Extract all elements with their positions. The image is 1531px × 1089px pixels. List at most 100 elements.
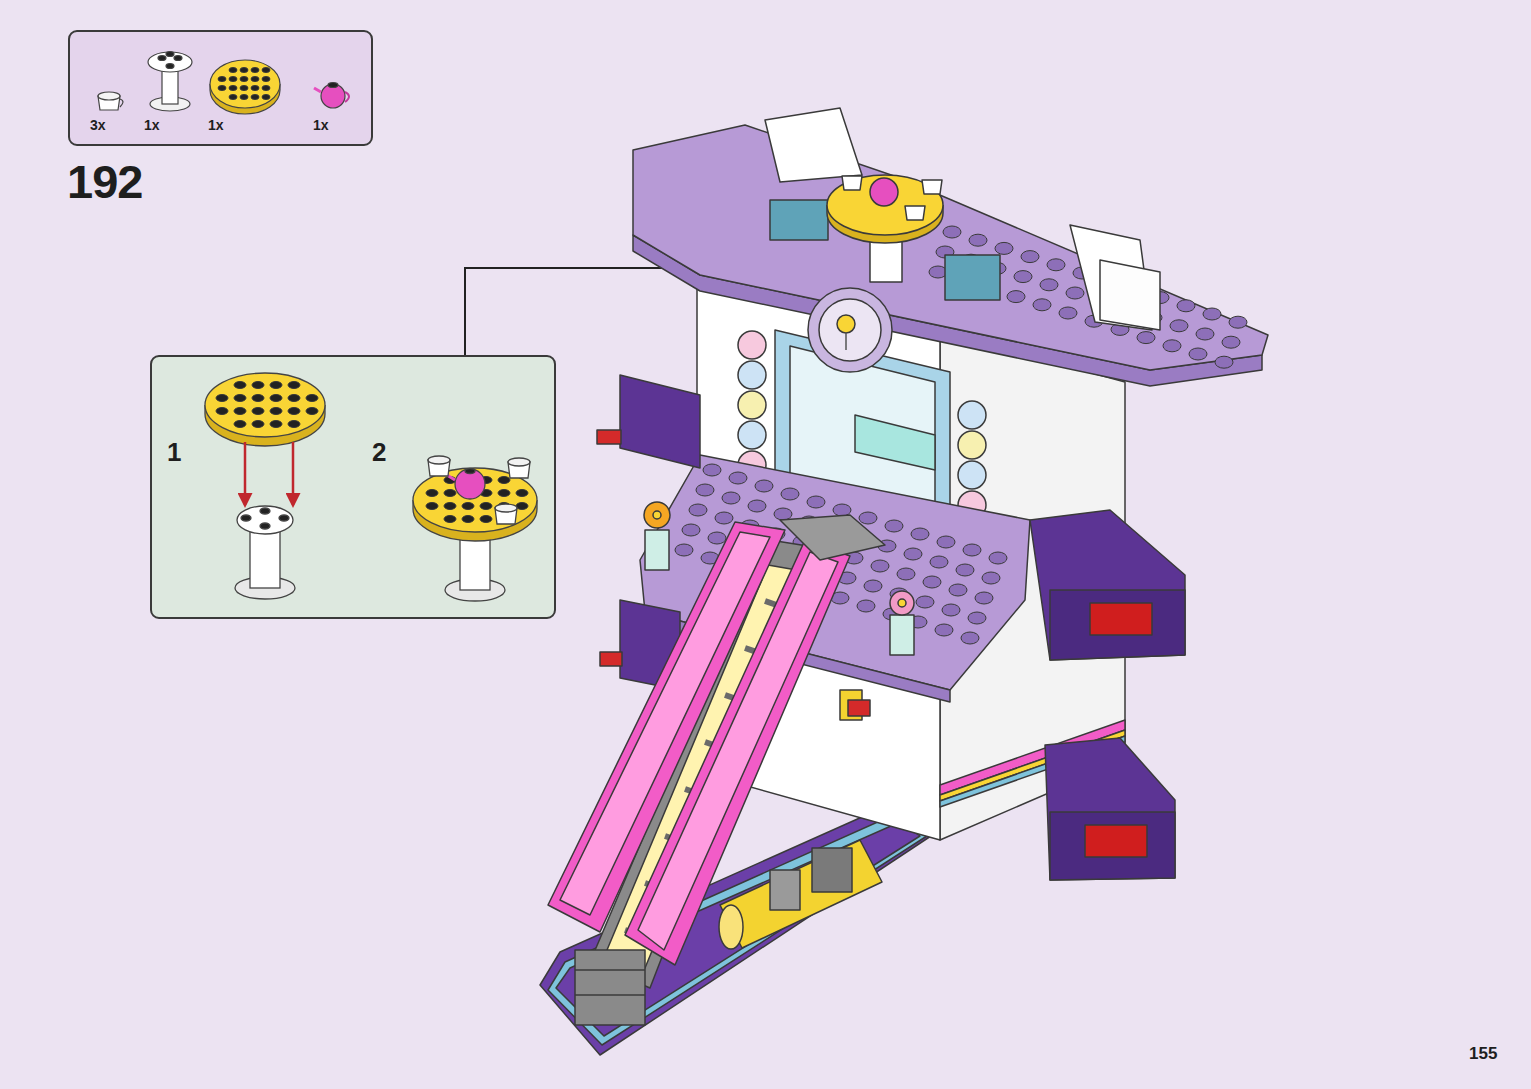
stud	[216, 395, 228, 402]
model-building-part	[575, 994, 645, 996]
model-building-part-part	[738, 331, 766, 359]
stud	[833, 504, 851, 516]
model-building-part	[1050, 590, 1185, 660]
model-building-part	[575, 969, 645, 971]
stud	[229, 95, 237, 100]
stud	[689, 504, 707, 516]
stud	[968, 612, 986, 624]
stud	[218, 86, 226, 91]
model-building-part	[819, 299, 881, 361]
callout-step-2-part	[465, 469, 475, 474]
stud	[240, 68, 248, 73]
callout-step-2-part	[495, 504, 517, 512]
stud	[729, 472, 747, 484]
stud	[240, 95, 248, 100]
stud	[975, 592, 993, 604]
model-building-part	[1085, 825, 1147, 857]
model-building-part	[855, 415, 935, 470]
stud	[306, 408, 318, 415]
model-building-part	[1030, 510, 1185, 660]
stand-part-part	[158, 56, 166, 61]
stud	[1033, 299, 1051, 311]
stud	[262, 77, 270, 82]
stud	[498, 477, 510, 484]
step-number: 192	[67, 158, 142, 205]
stud	[216, 408, 228, 415]
stud	[982, 572, 1000, 584]
stud	[234, 408, 246, 415]
teapot-part	[314, 83, 349, 109]
stand-part-part	[166, 52, 174, 57]
stud	[240, 77, 248, 82]
model-building-part	[633, 125, 1268, 370]
stand-part-part	[166, 64, 174, 69]
cup-part-part	[98, 92, 120, 100]
stud	[859, 512, 877, 524]
model-building-part	[837, 315, 855, 333]
teapot-part-part	[328, 83, 338, 88]
stud	[722, 492, 740, 504]
model-building-part-part	[738, 391, 766, 419]
teapot-part-part	[314, 88, 321, 92]
part-count: 1x	[208, 118, 224, 132]
stud	[1040, 279, 1058, 291]
stud	[480, 503, 492, 510]
model-building-part	[575, 950, 645, 1025]
stud	[462, 516, 474, 523]
stud	[288, 382, 300, 389]
model-building-part	[780, 515, 885, 560]
stud	[755, 480, 773, 492]
stud	[218, 77, 226, 82]
callout-step-1-part	[244, 442, 247, 505]
callout-step-1-part	[205, 373, 325, 437]
stud	[251, 77, 259, 82]
stud	[270, 408, 282, 415]
model-building-part	[1050, 812, 1175, 880]
stud	[444, 503, 456, 510]
model-building-part	[720, 840, 882, 948]
stud	[252, 408, 264, 415]
stand-part-part	[148, 52, 192, 72]
model-building-part	[870, 178, 898, 206]
stud	[229, 68, 237, 73]
stud	[1066, 287, 1084, 299]
stud	[748, 500, 766, 512]
stud	[498, 490, 510, 497]
sub-step-number: 1	[167, 439, 181, 465]
callout-step-2	[413, 456, 537, 601]
model-building-part-part	[738, 421, 766, 449]
stud	[270, 395, 282, 402]
stud	[1014, 271, 1032, 283]
callout-step-1-part	[260, 523, 270, 529]
stud	[871, 560, 889, 572]
stud	[262, 86, 270, 91]
model-building-part	[808, 288, 892, 372]
model-building-part	[719, 905, 743, 949]
stud	[1047, 259, 1065, 271]
stud	[949, 584, 967, 596]
model-building-part	[770, 200, 828, 240]
stud	[995, 242, 1013, 254]
stud	[923, 576, 941, 588]
stud	[1189, 348, 1207, 360]
stud	[444, 490, 456, 497]
model-building-part-part	[738, 361, 766, 389]
model-building-part	[827, 175, 943, 235]
model-building-part-part	[958, 461, 986, 489]
stud	[675, 544, 693, 556]
stud	[916, 596, 934, 608]
stud	[989, 552, 1007, 564]
stud	[444, 516, 456, 523]
round-plate-part-part	[218, 68, 270, 100]
round-plate-part	[210, 60, 280, 114]
stud	[240, 86, 248, 91]
model-building-part	[600, 652, 622, 666]
stud	[904, 548, 922, 560]
stud	[708, 532, 726, 544]
model-building-part	[945, 255, 1000, 300]
stud	[229, 77, 237, 82]
callout-step-1-part	[279, 515, 289, 521]
model-building	[540, 108, 1268, 1055]
